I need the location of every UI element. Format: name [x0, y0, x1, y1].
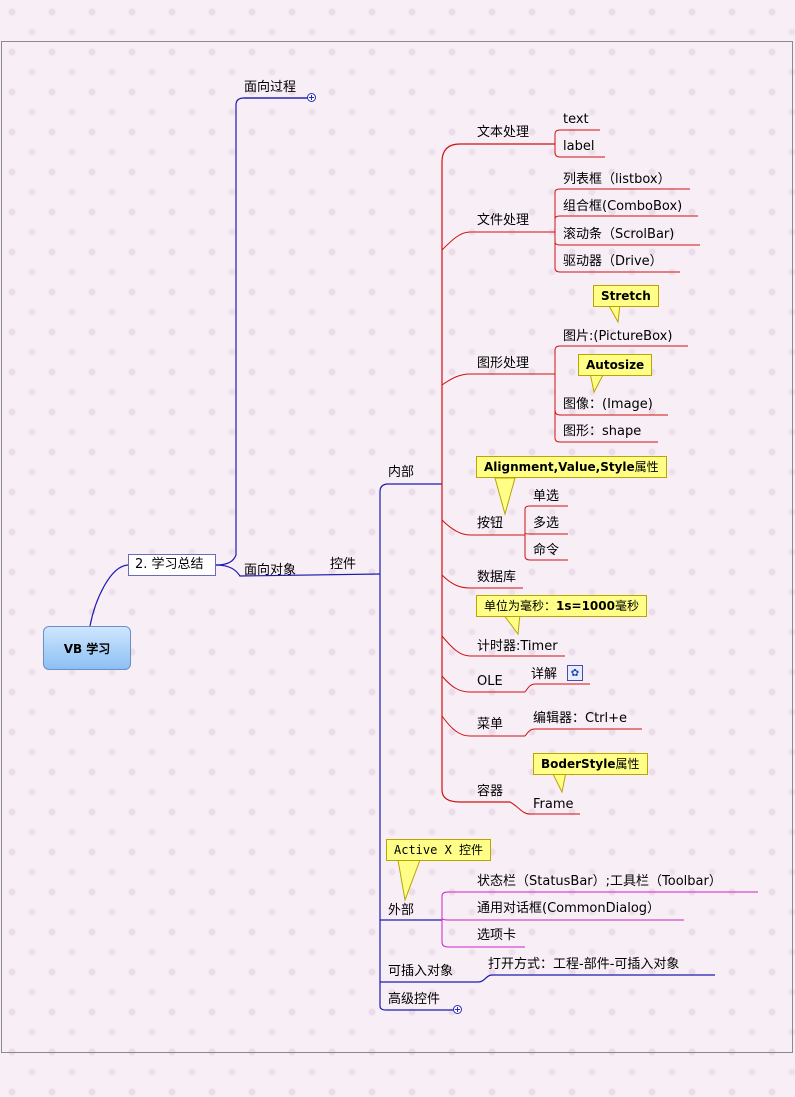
node-graphics-processing[interactable]: 图形处理	[477, 356, 530, 371]
node-container[interactable]: 容器	[477, 784, 504, 799]
leaf-frame[interactable]: Frame	[533, 797, 574, 812]
leaf-label[interactable]: label	[563, 139, 595, 154]
node-advanced[interactable]: 高级控件	[388, 992, 441, 1007]
node-internal[interactable]: 内部	[388, 465, 415, 480]
connector-controls-spine	[379, 483, 442, 574]
connector-graphics-leaves	[554, 345, 688, 443]
diagram-frame	[1, 41, 793, 1053]
connector-ole	[441, 675, 525, 693]
note-timer-a: 单位为毫秒：	[484, 599, 557, 613]
note-activex: Active X 控件	[386, 839, 492, 861]
leaf-tab[interactable]: 选项卡	[477, 928, 517, 943]
node-text-processing[interactable]: 文本处理	[477, 125, 530, 140]
connector-file-leaves	[554, 188, 700, 273]
leaf-shape[interactable]: 图形：shape	[563, 424, 642, 439]
connector-ole-leaf	[524, 683, 590, 693]
leaf-picturebox[interactable]: 图片:(PictureBox)	[563, 329, 673, 344]
connector-menu	[441, 715, 525, 737]
connector-timer	[441, 635, 565, 657]
leaf-checkbox[interactable]: 多选	[533, 516, 560, 531]
connector-internal-down	[441, 484, 510, 803]
node-oop[interactable]: 面向对象	[244, 563, 297, 578]
leaf-ole-detail[interactable]: 详解	[531, 667, 558, 682]
note-container-properties: BoderStyle属性	[533, 753, 648, 775]
note-timer-b: 1s=1000	[556, 599, 615, 613]
connector-graphics	[441, 373, 555, 386]
note-container-tail: 属性	[615, 757, 640, 771]
node-ole[interactable]: OLE	[477, 674, 503, 689]
callout-pointer-timer	[502, 613, 521, 636]
node-timer[interactable]: 计时器:Timer	[477, 639, 558, 654]
connector-menu-leaf	[524, 728, 642, 737]
connector-oop	[215, 564, 381, 577]
node-menu[interactable]: 菜单	[477, 717, 504, 732]
leaf-combobox[interactable]: 组合框(ComboBox)	[563, 199, 683, 214]
note-stretch: Stretch	[593, 285, 659, 307]
summary-node[interactable]: 2. 学习总结	[128, 554, 216, 576]
leaf-statusbar-toolbar[interactable]: 状态栏（StatusBar）;工具栏（Toolbar）	[477, 874, 722, 889]
leaf-text[interactable]: text	[563, 112, 589, 127]
root-node[interactable]: VB 学习	[43, 626, 131, 670]
note-timer-c: 毫秒	[614, 599, 639, 613]
callout-pointer-activex	[397, 859, 421, 902]
leaf-drive[interactable]: 驱动器（Drive）	[563, 254, 663, 269]
note-button-properties: Alignment,Value,Style属性	[476, 456, 667, 478]
connector-insertable	[380, 974, 715, 983]
leaf-radio[interactable]: 单选	[533, 489, 560, 504]
note-button-properties-tail: 属性	[634, 460, 659, 474]
note-autosize: Autosize	[578, 354, 653, 376]
callout-pointer-button	[494, 477, 516, 516]
connector-database	[441, 574, 523, 589]
connector-text-leaves	[554, 129, 605, 158]
leaf-common-dialog[interactable]: 通用对话框(CommonDialog）	[477, 901, 661, 916]
node-controls[interactable]: 控件	[330, 557, 357, 572]
node-procedural[interactable]: 面向过程	[244, 80, 297, 95]
node-file-processing[interactable]: 文件处理	[477, 213, 530, 228]
connector-controls-down	[379, 574, 455, 1011]
leaf-image[interactable]: 图像：(Image)	[563, 397, 653, 412]
connector-internal-spine	[441, 143, 555, 484]
connector-root-summary	[89, 564, 129, 627]
leaf-command[interactable]: 命令	[533, 543, 560, 558]
node-insertable[interactable]: 可插入对象	[388, 964, 454, 979]
connector-container-leaf	[509, 801, 580, 815]
connector-button-leaves	[524, 505, 568, 561]
leaf-listbox[interactable]: 列表框（listbox）	[563, 172, 671, 187]
leaf-insertable-open[interactable]: 打开方式：工程-部件-可插入对象	[488, 957, 680, 972]
connector-summary-branches	[215, 97, 308, 566]
connector-button	[441, 519, 525, 536]
expand-advanced-icon[interactable]	[453, 1005, 462, 1014]
paw-icon[interactable]: ✿	[567, 665, 583, 681]
node-database[interactable]: 数据库	[477, 570, 517, 585]
note-timer-unit: 单位为毫秒：1s=1000毫秒	[476, 595, 647, 617]
leaf-menu-editor[interactable]: 编辑器：Ctrl+e	[533, 711, 628, 726]
expand-procedural-icon[interactable]	[307, 93, 316, 102]
note-container-bold: BoderStyle	[541, 757, 616, 771]
connector-external-leaves	[441, 891, 758, 948]
connector-file	[441, 231, 555, 251]
leaf-scrollbar[interactable]: 滚动条（ScrolBar)	[563, 227, 675, 242]
callout-pointer-container	[551, 771, 567, 794]
note-button-properties-bold: Alignment,Value,Style	[484, 460, 635, 474]
node-button[interactable]: 按钮	[477, 516, 504, 531]
node-external[interactable]: 外部	[388, 903, 415, 918]
